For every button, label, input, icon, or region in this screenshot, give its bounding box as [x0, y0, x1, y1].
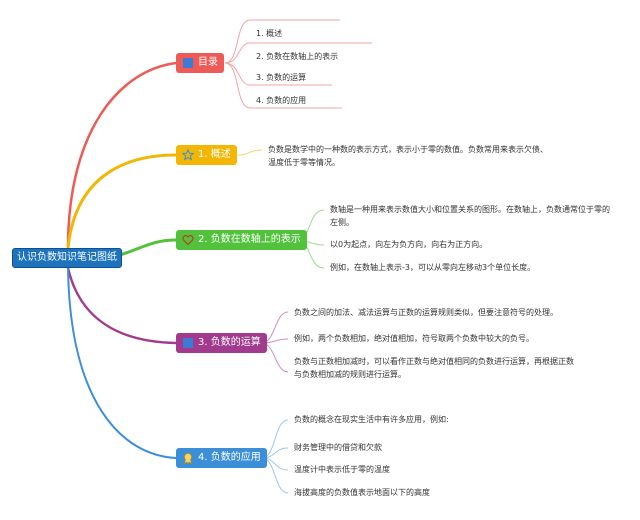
branch-operations[interactable]: 3. 负数的运算 — [176, 333, 267, 353]
leaf-operations-3: 负数与正数相加减时，可以看作正数与绝对值相同的负数进行运算，再根据正数 — [294, 357, 574, 366]
leaf-toc-3: 3. 负数的运算 — [256, 73, 307, 82]
leaf-toc-4: 4. 负数的应用 — [256, 96, 307, 105]
central-topic[interactable]: 认识负数知识笔记图纸 — [12, 248, 122, 268]
branch-applications[interactable]: 4. 负数的应用 — [176, 448, 267, 468]
square-icon — [182, 337, 194, 349]
branch-curve-operations — [66, 267, 177, 345]
leaf-curve-overview — [237, 149, 263, 156]
leaf-numberline-3: 以0为起点，向左为负方向，向右为正方向。 — [330, 240, 488, 249]
leaf-operations-1: 负数之间的加法、减法运算与正数的运算规则类似，但要注意符号的处理。 — [294, 308, 558, 317]
leaf-operations-4: 与负数相加减的规则进行运算。 — [294, 370, 406, 379]
branch-numberline[interactable]: 2. 负数在数轴上的表示 — [176, 230, 307, 250]
leaf-applications-4: 海拔高度的负数值表示地面以下的高度 — [294, 488, 430, 497]
branch-overview[interactable]: 1. 概述 — [176, 145, 237, 165]
leaf-curve-toc-4 — [224, 62, 342, 109]
leaf-numberline-2: 左侧。 — [330, 218, 354, 227]
leaf-curve-toc-1 — [224, 19, 340, 64]
branch-operations-label: 3. 负数的运算 — [198, 337, 261, 348]
branch-numberline-label: 2. 负数在数轴上的表示 — [198, 234, 301, 245]
leaf-toc-1: 1. 概述 — [256, 29, 283, 38]
leaf-numberline-1: 数轴是一种用来表示数值大小和位置关系的图形。在数轴上，负数通常位于零的 — [330, 205, 610, 214]
branch-curve-overview — [66, 153, 177, 249]
leaf-toc-2: 2. 负数在数轴上的表示 — [256, 52, 339, 61]
branch-overview-label: 1. 概述 — [198, 149, 231, 160]
ribbon-icon — [182, 452, 194, 464]
leaf-applications-2: 财务管理中的借贷和欠款 — [294, 443, 382, 452]
square-icon — [182, 57, 194, 69]
branch-applications-label: 4. 负数的应用 — [198, 452, 261, 463]
leaf-applications-3: 温度计中表示低于零的温度 — [294, 465, 390, 474]
branch-toc[interactable]: 目录 — [176, 53, 224, 73]
leaf-operations-2: 例如，两个负数相加，绝对值相加，符号取两个负数中较大的负号。 — [294, 334, 534, 343]
star-icon — [182, 149, 194, 161]
leaf-numberline-4: 例如，在数轴上表示-3，可以从零向左移动3个单位长度。 — [330, 263, 536, 272]
branch-toc-label: 目录 — [198, 57, 218, 68]
branch-curve-applications — [67, 267, 177, 459]
heart-icon — [182, 234, 194, 246]
leaf-overview-1: 负数是数学中的一种数的表示方式，表示小于零的数值。负数常用来表示欠债、 — [268, 145, 548, 154]
leaf-overview-2: 温度低于零等情况。 — [268, 158, 340, 167]
central-topic-label: 认识负数知识笔记图纸 — [17, 252, 117, 263]
leaf-applications-1: 负数的概念在现实生活中有许多应用，例如: — [294, 415, 449, 424]
leaf-curve-toc-2 — [224, 42, 372, 64]
branch-curve-toc — [66, 61, 177, 249]
